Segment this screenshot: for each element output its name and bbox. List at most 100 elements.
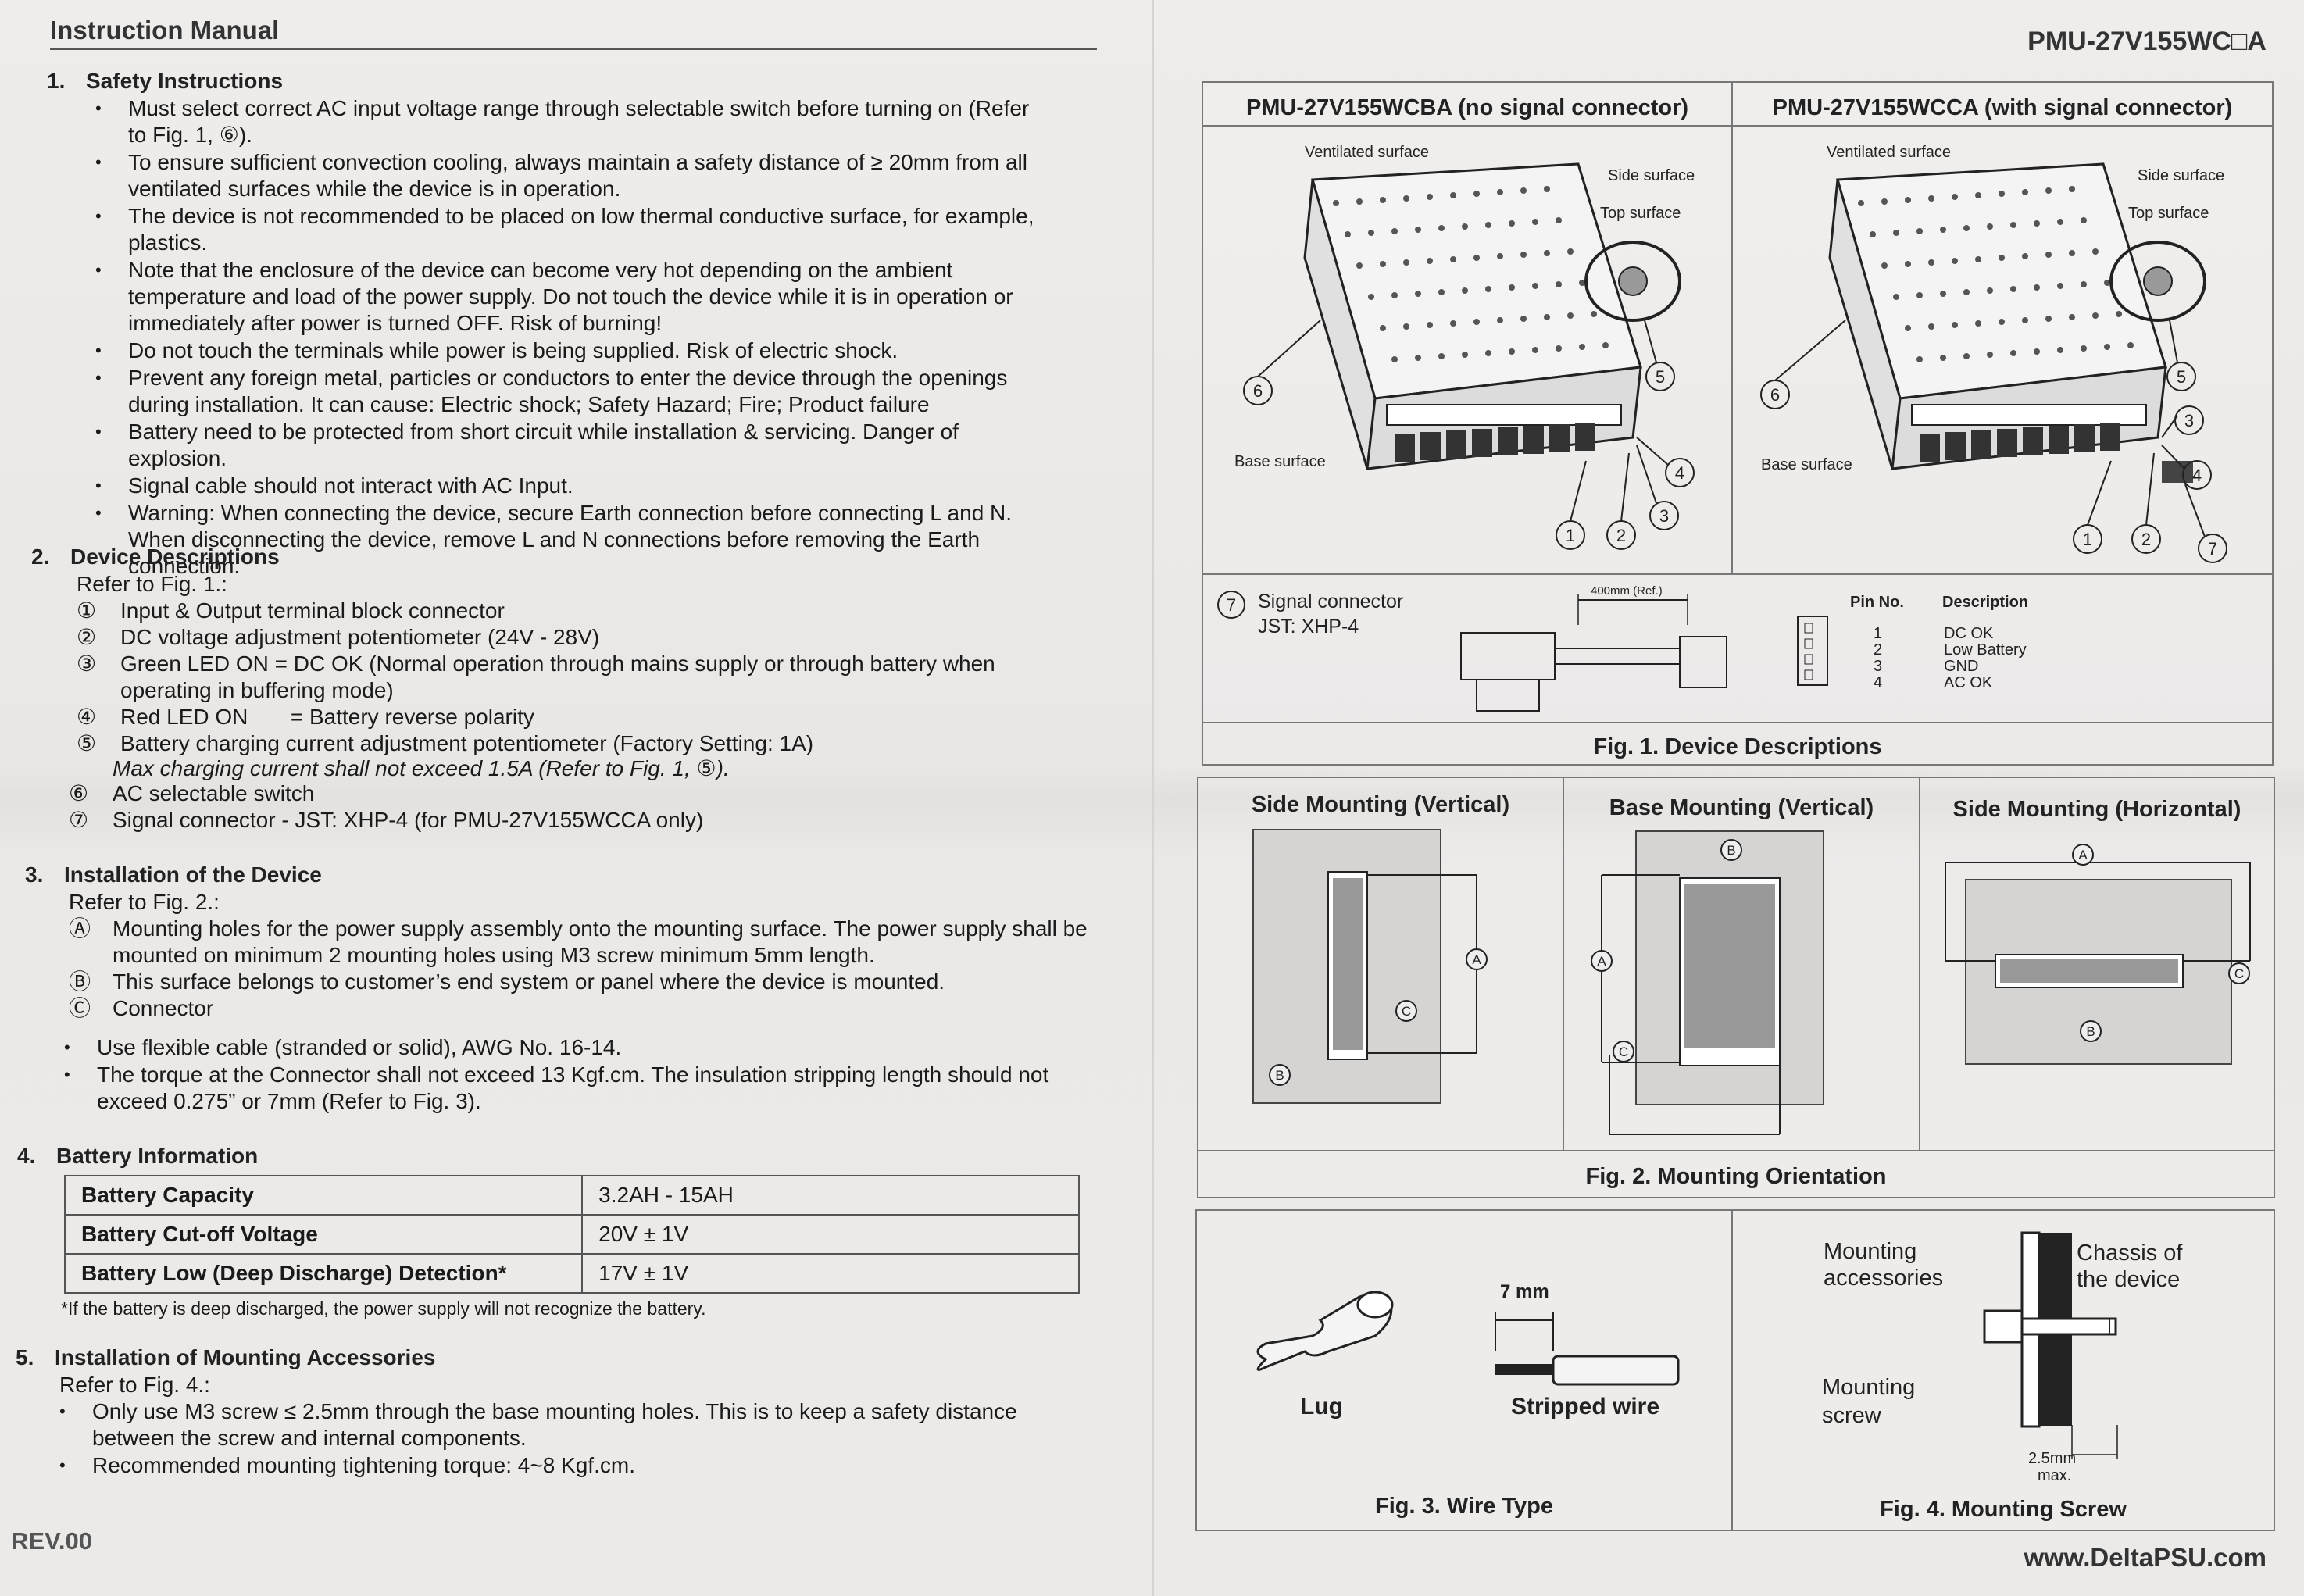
svg-text:2: 2	[1616, 526, 1626, 545]
list-item: The torque at the Connector shall not ex…	[59, 1062, 1122, 1115]
lug-label: Lug	[1300, 1394, 1343, 1419]
fig1-signal-rule	[1202, 573, 2274, 575]
circled-7-icon: 7	[1217, 591, 1245, 619]
section-title: Installation of the Device	[64, 862, 322, 887]
signal-label: Signal connector	[1258, 591, 1404, 612]
accessories-label-line1: Mounting	[1824, 1239, 1917, 1264]
pin-number: 2	[1874, 641, 1883, 659]
fig2-caption-rule	[1197, 1150, 2275, 1151]
pin-description: AC OK	[1944, 674, 1993, 691]
svg-text:3: 3	[1659, 506, 1669, 526]
list-item: Use flexible cable (stranded or solid), …	[59, 1034, 1122, 1061]
marker-c: C	[1402, 1004, 1411, 1019]
mounting-side-horizontal-drawing: A C B	[1945, 844, 2251, 1065]
svg-text:3: 3	[2184, 411, 2194, 430]
label-top: Top surface	[1600, 205, 1681, 222]
svg-text:5: 5	[1656, 367, 1665, 387]
battery-footnote: *If the battery is deep discharged, the …	[61, 1298, 706, 1319]
pin-connector-icon	[1797, 616, 1828, 686]
fig1-title-rule	[1202, 125, 2274, 127]
stripped-wire-label: Stripped wire	[1511, 1394, 1660, 1419]
pin-header: Pin No.	[1850, 594, 1904, 611]
section-title: Device Descriptions	[70, 544, 280, 569]
label-base: Base surface	[1234, 453, 1326, 470]
marker-a: A	[2078, 848, 2088, 862]
section-safety: 1.Safety Instructions Must select correc…	[47, 67, 1109, 580]
signal-cable-drawing	[1460, 594, 1727, 712]
pin-number: 1	[1874, 625, 1883, 642]
marker-b: B	[2086, 1024, 2095, 1039]
stripped-wire-icon	[1495, 1312, 1680, 1386]
strip-length-label: 7 mm	[1500, 1281, 1549, 1302]
label-ventilated-right: Ventilated surface	[1827, 144, 1951, 161]
section-title: Battery Information	[56, 1144, 259, 1168]
chassis-label-line1: Chassis of	[2077, 1241, 2183, 1266]
screw-label-line1: Mounting	[1822, 1375, 1916, 1400]
fig1-divider	[1731, 81, 1733, 573]
svg-text:2: 2	[2141, 530, 2151, 549]
marker-a: A	[1597, 954, 1606, 969]
pin-description: DC OK	[1944, 625, 1994, 642]
svg-text:6: 6	[1770, 385, 1780, 405]
fig2-divider-1	[1563, 777, 1564, 1150]
fig2-base-vertical-title: Base Mounting (Vertical)	[1609, 795, 1874, 820]
marker-c: C	[2234, 966, 2244, 981]
section-title: Safety Instructions	[86, 69, 284, 93]
marker-a: A	[1472, 952, 1481, 967]
signal-type: JST: XHP-4	[1258, 616, 1359, 637]
list-item: Do not touch the terminals while power i…	[91, 337, 1052, 364]
mounting-screw-icon	[1983, 1231, 2118, 1459]
fig3-caption: Fig. 3. Wire Type	[1374, 1494, 1554, 1519]
pin-description: Low Battery	[1944, 641, 2027, 659]
pin-number: 3	[1874, 658, 1883, 675]
svg-text:6: 6	[1253, 381, 1263, 401]
list-item: Note that the enclosure of the device ca…	[91, 257, 1052, 337]
list-item: Prevent any foreign metal, particles or …	[91, 365, 1052, 418]
list-item: Signal cable should not interact with AC…	[91, 473, 1052, 499]
website-label: www.DeltaPSU.com	[2024, 1543, 2266, 1572]
svg-text:1: 1	[2083, 530, 2092, 549]
section-installation: 3.Installation of the Device Refer to Fi…	[25, 861, 1088, 1116]
revision-label: REV.00	[11, 1527, 92, 1555]
label-base-right: Base surface	[1761, 456, 1852, 473]
list-item: To ensure sufficient convection cooling,…	[91, 149, 1052, 202]
fig2-side-vertical-title: Side Mounting (Vertical)	[1251, 792, 1510, 817]
manual-title: Instruction Manual	[50, 16, 280, 45]
table-row: Battery Low (Deep Discharge) Detection*1…	[63, 1253, 1080, 1294]
chassis-label-line2: the device	[2077, 1267, 2181, 1292]
section-mounting-accessories: 5.Installation of Mounting Accessories R…	[16, 1344, 1078, 1480]
label-side: Side surface	[1608, 167, 1695, 184]
list-item: Battery need to be protected from short …	[91, 419, 1052, 472]
mounting-side-vertical-drawing: A C B	[1252, 829, 1488, 1104]
fig34-box	[1195, 1209, 2275, 1531]
fig1-caption: Fig. 1. Device Descriptions	[1593, 734, 1882, 759]
signal-number: 7	[1227, 595, 1236, 615]
fig1-left-title: PMU-27V155WCBA (no signal connector)	[1245, 95, 1689, 120]
svg-text:7: 7	[2208, 539, 2217, 559]
pin-number: 4	[1874, 674, 1883, 691]
lug-icon	[1256, 1291, 1394, 1371]
list-item: Must select correct AC input voltage ran…	[91, 95, 1052, 148]
screw-label-line2: screw	[1822, 1403, 1881, 1428]
screw-dim-max: max.	[2038, 1467, 2072, 1484]
label-side-right: Side surface	[2138, 167, 2225, 184]
fig34-divider	[1731, 1209, 1733, 1531]
list-item: Warning: When connecting the device, sec…	[91, 500, 1052, 580]
marker-b: B	[1275, 1068, 1284, 1083]
label-ventilated: Ventilated surface	[1305, 144, 1429, 161]
section-device-descriptions: 2.Device Descriptions Refer to Fig. 1.: …	[31, 543, 1094, 834]
accessories-label-line2: accessories	[1824, 1266, 1944, 1291]
